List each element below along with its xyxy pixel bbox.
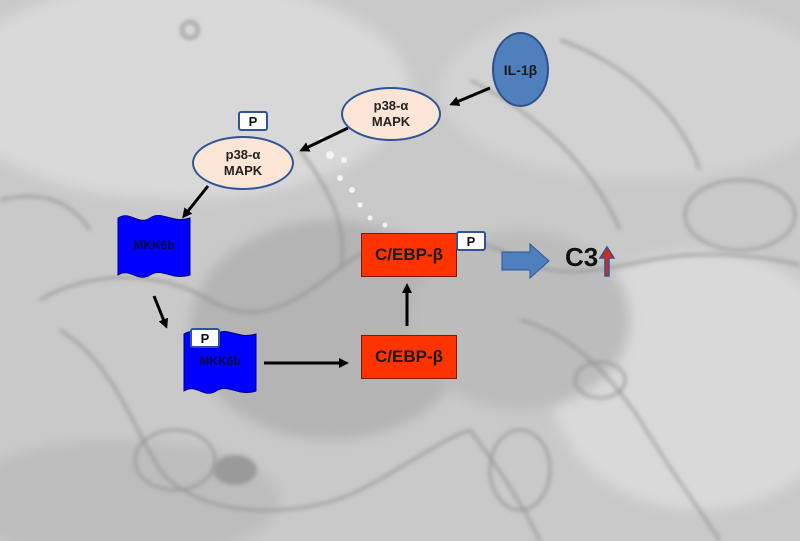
p38-mapk-phospho-label-line2: MAPK xyxy=(223,163,263,178)
mkk6b-phospho-label: MKK6b xyxy=(199,354,241,368)
arrow-mkk6b-to-phospho-mkk6b xyxy=(152,295,169,329)
p38-mapk-phospho-node: p38-α MAPK xyxy=(192,136,294,190)
phospho-tag-cebp: P xyxy=(456,231,486,251)
il1b-node: IL-1β xyxy=(492,32,549,107)
c3-label: C3 xyxy=(565,242,599,272)
p38-mapk-phospho-label-line1: p38-α xyxy=(225,147,261,162)
cebp-beta-phospho-node: C/EBP-β xyxy=(361,233,457,277)
p38-mapk-node: p38-α MAPK xyxy=(341,87,441,141)
phospho-tag-p38: P xyxy=(238,111,268,131)
mkk6b-shape-top xyxy=(117,214,191,278)
p38-mapk-label-line2: MAPK xyxy=(371,114,411,129)
il1b-label: IL-1β xyxy=(503,61,538,78)
mkk6b-label: MKK6b xyxy=(133,238,175,252)
cebp-beta-phospho-label: C/EBP-β xyxy=(375,245,443,264)
arrow-il1b-to-p38 xyxy=(449,86,491,106)
arrow-p38-to-mkk6b xyxy=(182,185,210,219)
p38-mapk-label-line1: p38-α xyxy=(373,98,409,113)
cebp-beta-label: C/EBP-β xyxy=(375,347,443,366)
phospho-tag-mkk6b: P xyxy=(190,328,220,348)
arrow-p38-to-phospho-p38 xyxy=(299,126,349,152)
cebp-beta-node: C/EBP-β xyxy=(361,335,457,379)
up-arrow-icon xyxy=(598,245,616,277)
outcome-arrow xyxy=(501,242,550,280)
